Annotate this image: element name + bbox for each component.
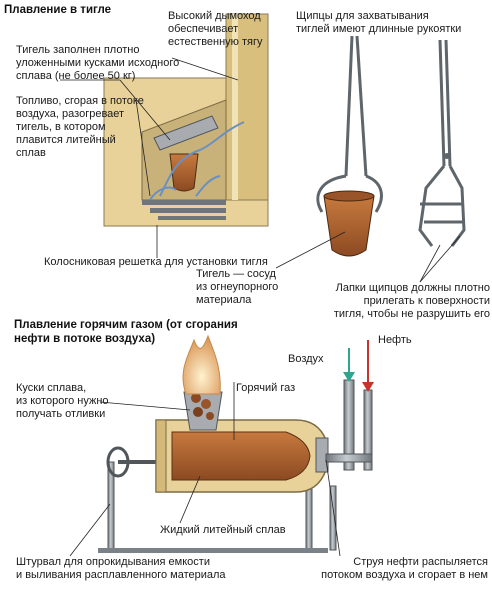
charge-pieces xyxy=(191,393,214,420)
label-tongs: Щипцы для захватывания тиглей имеют длин… xyxy=(296,10,462,35)
crucible-furnace xyxy=(103,13,269,227)
label-oil-jet: Струя нефти распыляется потоком воздуха … xyxy=(321,556,488,581)
grate xyxy=(142,200,226,220)
label-tilt-wheel: Штурвал для опрокидывания емкости и выли… xyxy=(16,556,226,581)
molten-alloy xyxy=(171,431,311,481)
gas-furnace xyxy=(98,334,374,553)
label-crucible-vessel: Тигель — сосуд из огнеупорного материала xyxy=(196,268,279,306)
label-alloy-pieces: Куски сплава, из которого нужно получать… xyxy=(16,382,109,420)
feed-hopper xyxy=(183,391,223,431)
tongs-closed xyxy=(418,39,466,247)
flame xyxy=(182,334,221,395)
tongs-crucible xyxy=(323,195,375,257)
label-liquid-alloy: Жидкий литейный сплав xyxy=(160,524,286,536)
tongs-holding xyxy=(316,35,383,257)
heading-crucible-melting: Плавление в тигле xyxy=(4,4,112,16)
leader-lines xyxy=(60,57,461,557)
label-fuel: Топливо, сгорая в потоке воздуха, разогр… xyxy=(16,95,144,159)
label-oil: Нефть xyxy=(378,334,412,346)
label-grate: Колосниковая решетка для установки тигля xyxy=(44,256,268,268)
label-crucible-filled: Тигель заполнен плотно уложенными кускам… xyxy=(16,44,180,82)
heading-hot-gas-melting: Плавление горячим газом (от сгорания неф… xyxy=(14,319,238,345)
label-air: Воздух xyxy=(288,353,324,365)
label-chimney: Высокий дымоход обеспечивает естественну… xyxy=(168,10,263,48)
label-tong-paws: Лапки щипцов должны плотно прилегать к п… xyxy=(333,282,490,320)
furnace-lid xyxy=(153,115,219,151)
label-hot-gas: Горячий газ xyxy=(236,382,296,394)
